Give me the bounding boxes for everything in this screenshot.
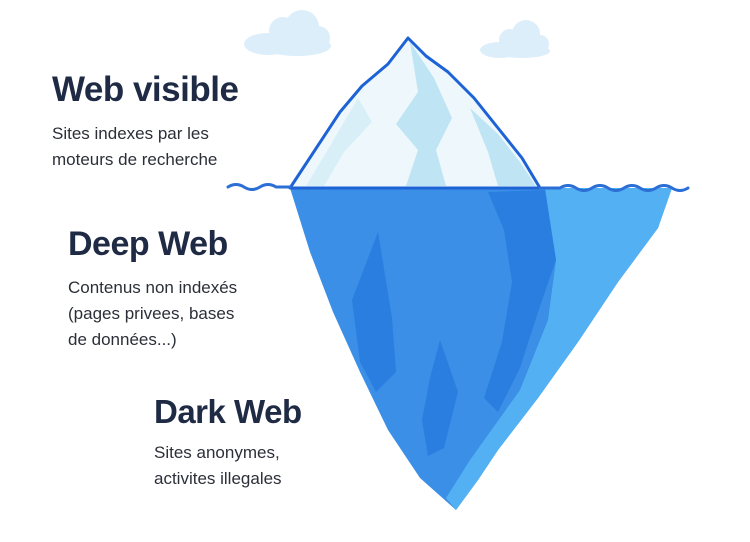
description-line: (pages privees, bases	[68, 304, 235, 323]
section-dark-web: Dark Web Sites anonymes, activites illeg…	[154, 395, 302, 492]
underwater-iceberg	[290, 188, 672, 510]
description-line: activites illegales	[154, 469, 282, 488]
section-title: Web visible	[52, 70, 239, 109]
water-line	[226, 183, 690, 192]
section-web-visible: Web visible Sites indexes par les moteur…	[52, 70, 239, 173]
section-description: Contenus non indexés (pages privees, bas…	[68, 275, 237, 353]
section-title: Dark Web	[154, 393, 302, 430]
description-line: Sites indexes par les	[52, 124, 209, 143]
section-title: Deep Web	[68, 225, 228, 263]
section-description: Sites anonymes, activites illegales	[154, 440, 302, 492]
description-line: de données...)	[68, 330, 177, 349]
description-line: Contenus non indexés	[68, 278, 238, 297]
cloud-icon	[244, 10, 331, 56]
section-description: Sites indexes par les moteurs de recherc…	[52, 121, 238, 173]
iceberg-tip	[288, 36, 542, 190]
description-line: moteurs de recherche	[52, 150, 218, 169]
description-line: Sites anonymes,	[154, 443, 280, 462]
section-deep-web: Deep Web Contenus non indexés (pages pri…	[68, 227, 237, 353]
cloud-icon	[480, 20, 550, 58]
